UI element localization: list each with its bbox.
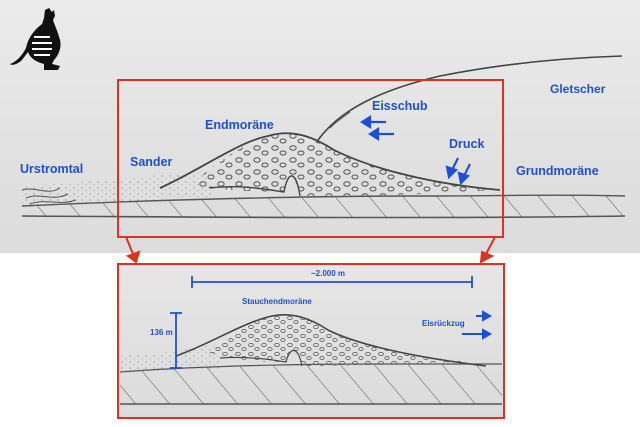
gletscher-tongue [330,112,350,128]
arrow-down-left-icon [447,158,470,183]
arrow-right-icon [462,312,490,338]
label-urstromtal: Urstromtal [20,163,83,176]
label-eisschub: Eisschub [372,100,428,113]
label-stauchendmoraene: Stauchendmoräne [242,298,312,306]
label-sander: Sander [130,156,172,169]
label-height: 136 m [150,329,173,337]
label-gletscher: Gletscher [550,83,605,95]
arrow-left-icon [362,117,394,139]
label-eisrueckzug: Eisrückzug [422,320,465,328]
label-endmoraene: Endmoräne [205,119,274,132]
connector-arrows [126,237,495,262]
label-width: ~2.000 m [311,270,345,278]
label-druck: Druck [449,138,484,151]
gletscher-surface [318,56,622,140]
kangaroo-logo-icon [10,8,61,70]
label-grundmoraene: Grundmoräne [516,165,599,178]
